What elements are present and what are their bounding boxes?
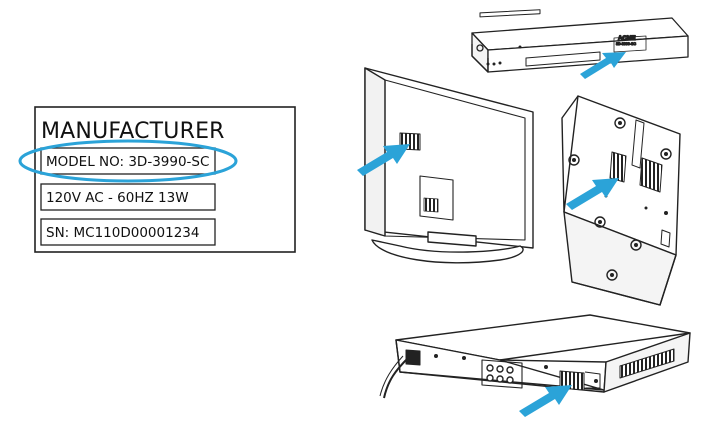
receiver — [379, 314, 691, 399]
serial-field-box — [40, 218, 216, 246]
rear-module-ports — [423, 197, 439, 213]
highlight-ellipse — [18, 139, 238, 183]
screw-hole — [660, 148, 672, 160]
power-cable — [383, 357, 409, 399]
screw-hole — [594, 216, 606, 228]
manufacturer-label: MANUFACTURER MODEL NO: 3D-3990-SC 120V A… — [18, 106, 296, 253]
media-box — [561, 95, 681, 306]
power-rating: 120V AC - 60HZ 13W — [46, 190, 189, 206]
power-field-box — [40, 183, 216, 211]
screw-hole — [606, 269, 618, 281]
slot-opening — [631, 119, 645, 169]
screw-hole — [630, 239, 642, 251]
dvd-model-text: 3D-3990-SC — [616, 42, 636, 46]
monitor-inner-panel — [384, 79, 526, 241]
monitor — [364, 67, 534, 264]
power-button — [476, 44, 484, 52]
connector-grid — [639, 157, 663, 193]
media-box-back — [571, 254, 677, 306]
screw-hole — [614, 117, 626, 129]
dvd-brand: ACME — [618, 36, 636, 42]
arrow-icon — [566, 178, 619, 210]
serial-number: SN: MC110D00001234 — [46, 225, 199, 241]
rca-panel — [481, 359, 523, 389]
model-field-box — [40, 147, 216, 175]
model-number: MODEL NO: 3D-3990-SC — [46, 154, 209, 170]
port-panel — [559, 370, 585, 391]
arrow-icon — [519, 385, 572, 417]
screw-hole — [568, 154, 580, 166]
port-panel — [609, 151, 627, 183]
side-vent — [619, 348, 675, 379]
stand-base — [371, 239, 524, 264]
arrow-icon — [357, 144, 410, 176]
power-socket — [405, 349, 421, 366]
dvd-player: ACME 3D-3990-SC — [471, 9, 689, 73]
arrow-icon — [580, 52, 626, 79]
disc-tray — [479, 9, 541, 18]
side-port — [660, 229, 671, 248]
stand-neck — [427, 231, 477, 247]
display-window — [525, 51, 601, 67]
monitor-edge — [364, 67, 386, 237]
